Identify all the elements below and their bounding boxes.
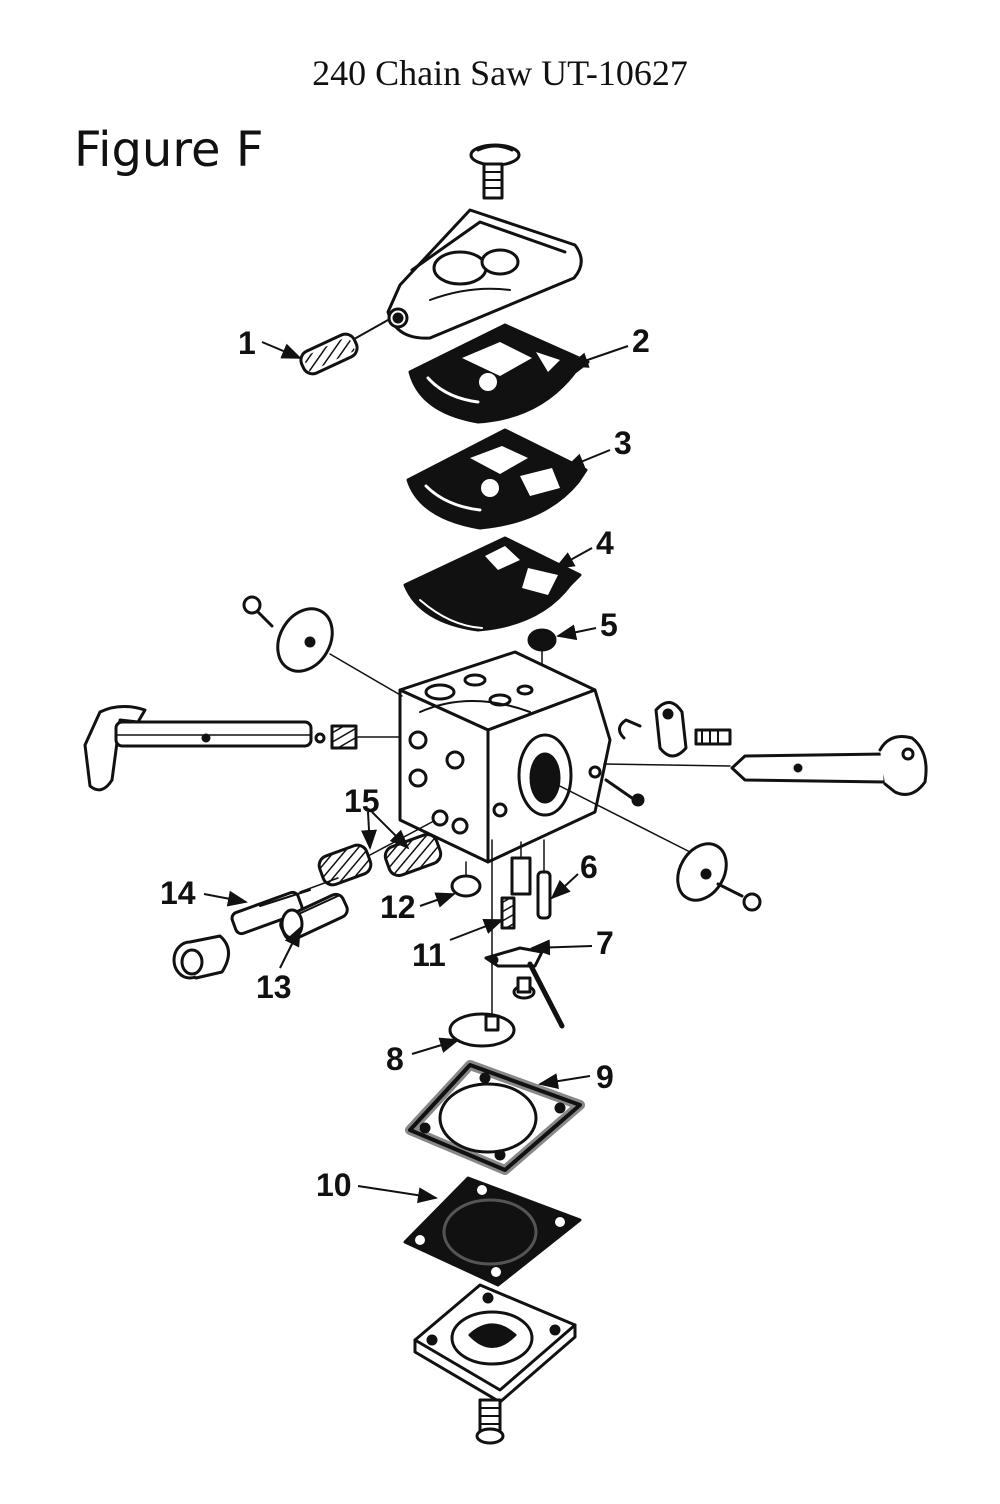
- part-2-gasket: [408, 323, 590, 424]
- callout-5: 5: [600, 607, 618, 643]
- callout-13: 13: [256, 969, 292, 1005]
- choke-shaft-right: [603, 735, 928, 807]
- throttle-shaft-left: [83, 705, 401, 792]
- part-8-disc: [448, 839, 516, 1048]
- part-1-fitting: [299, 319, 389, 376]
- part-9-gasket: [405, 1060, 585, 1175]
- callout-8: 8: [386, 1041, 404, 1077]
- leader-lines: [203, 341, 629, 1204]
- callout-11: 11: [412, 937, 446, 973]
- callout-7: 7: [596, 925, 614, 961]
- callout-4: 4: [596, 525, 614, 561]
- callout-10: 10: [316, 1167, 352, 1203]
- choke-disc-right: [547, 779, 762, 912]
- callout-15: 15: [344, 783, 380, 819]
- top-screw: [469, 143, 521, 200]
- carburetor-body: [398, 650, 612, 864]
- callout-12: 12: [380, 889, 416, 925]
- part-3-diaphragm: [406, 428, 588, 530]
- callout-9: 9: [596, 1059, 614, 1095]
- callout-1: 1: [238, 325, 256, 361]
- bottom-cover: [413, 1283, 577, 1404]
- part-10-diaphragm: [403, 1176, 582, 1287]
- bottom-screw: [475, 1398, 505, 1445]
- part-14-needle: [230, 877, 339, 936]
- parts-6-7-11-valve-assembly: [484, 839, 565, 1029]
- callout-3: 3: [614, 425, 632, 461]
- callout-14: 14: [160, 875, 196, 911]
- throttle-disc-left: [242, 595, 403, 697]
- right-lever-parts: [618, 701, 732, 758]
- callout-6: 6: [580, 849, 598, 885]
- figure-label: Figure F: [74, 122, 264, 178]
- part-12-plug: [450, 861, 482, 898]
- limiter-cap: [172, 934, 230, 980]
- page-title: 240 Chain Saw UT-10627: [312, 53, 688, 93]
- pump-cover: [386, 208, 583, 340]
- part-4-plate: [403, 536, 582, 632]
- callout-2: 2: [632, 323, 650, 359]
